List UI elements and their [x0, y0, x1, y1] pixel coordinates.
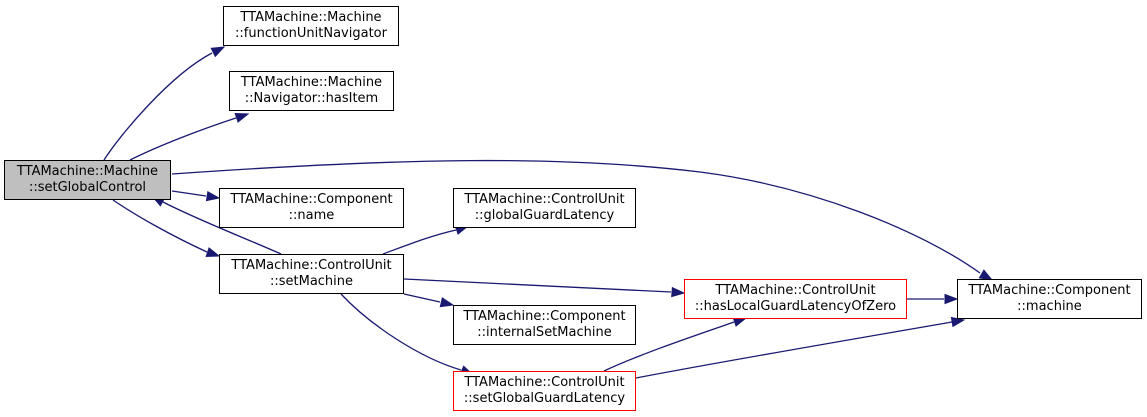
node-setGlobalGuardLatency[interactable]: TTAMachine::ControlUnit ::setGlobalGuard… [453, 371, 636, 411]
edge-hasLocalGuardLatencyOfZero-to-componentMachine [907, 293, 959, 305]
edge-line [103, 52, 213, 161]
arrow-head-icon [671, 286, 686, 298]
edge-setGlobalControl-to-functionUnitNavigator [103, 46, 226, 161]
edge-line [171, 159, 981, 274]
node-line2: ::setMachine [269, 274, 354, 289]
node-line1: TTAMachine::Machine [240, 75, 383, 90]
edge-setMachine-to-internalSetMachine [403, 293, 455, 308]
edge-setGlobalControl-to-setMachine [112, 199, 221, 258]
arrow-head-icon [439, 297, 455, 308]
edge-setGlobalControl-to-hasItem [129, 112, 250, 161]
arrow-head-icon [978, 269, 994, 281]
edge-line [635, 321, 953, 379]
node-line1: TTAMachine::ControlUnit [464, 192, 625, 207]
node-line2: ::machine [1017, 299, 1082, 314]
edge-setGlobalControl-to-componentMachine [171, 159, 994, 281]
edge-line [403, 278, 672, 293]
node-line2: ::internalSetMachine [477, 325, 612, 340]
node-line1: TTAMachine::Component [463, 309, 626, 324]
edge-line [112, 199, 208, 253]
node-hasItem[interactable]: TTAMachine::Machine ::Navigator::hasItem [229, 71, 394, 111]
edge-line [129, 117, 237, 161]
node-line1: TTAMachine::Component [230, 192, 393, 207]
node-componentName[interactable]: TTAMachine::Component ::name [219, 188, 404, 228]
arrow-head-icon [944, 293, 959, 305]
node-line2: ::name [288, 208, 335, 223]
node-hasLocalGuardLatencyOfZero[interactable]: TTAMachine::ControlUnit ::hasLocalGuardL… [684, 279, 907, 319]
node-line2: ::setGlobalGuardLatency [463, 391, 626, 406]
node-componentMachine[interactable]: TTAMachine::Component ::machine [957, 279, 1142, 319]
node-line1: TTAMachine::ControlUnit [231, 258, 392, 273]
node-line2: ::Navigator::hasItem [244, 91, 379, 106]
node-line1: TTAMachine::Machine [240, 10, 382, 25]
node-line1: TTAMachine::ControlUnit [715, 283, 876, 298]
node-line2: ::setGlobalControl [28, 180, 147, 195]
node-line1: TTAMachine::ControlUnit [464, 375, 625, 390]
edge-line [171, 190, 207, 197]
node-line2: ::globalGuardLatency [474, 208, 615, 223]
arrow-head-icon [205, 190, 221, 202]
edge-setMachine-to-hasLocalGuardLatencyOfZero [403, 278, 686, 298]
node-setGlobalControl[interactable]: TTAMachine::Machine ::setGlobalControl [4, 160, 171, 200]
edge-line [340, 293, 462, 371]
node-internalSetMachine[interactable]: TTAMachine::Component ::internalSetMachi… [453, 305, 636, 345]
edge-setMachine-to-globalGuardLatency [382, 224, 470, 255]
edge-line [403, 293, 441, 303]
edge-line [162, 201, 282, 255]
edge-setGlobalControl-to-componentName [171, 190, 221, 202]
node-line2: ::functionUnitNavigator [235, 26, 387, 41]
arrow-head-icon [210, 46, 226, 58]
node-line1: TTAMachine::Component [968, 283, 1131, 298]
arrow-head-icon [205, 247, 221, 258]
node-line1: TTAMachine::Machine [16, 164, 159, 179]
edge-setGlobalGuardLatency-to-componentMachine [635, 316, 966, 379]
node-setMachine[interactable]: TTAMachine::ControlUnit ::setMachine [219, 254, 404, 294]
node-line2: ::hasLocalGuardLatencyOfZero [694, 299, 897, 314]
node-functionUnitNavigator[interactable]: TTAMachine::Machine ::functionUnitNaviga… [223, 6, 399, 46]
edge-line [382, 229, 457, 255]
edge-line [603, 321, 735, 372]
arrow-head-icon [234, 112, 250, 123]
node-globalGuardLatency[interactable]: TTAMachine::ControlUnit ::globalGuardLat… [453, 188, 636, 228]
